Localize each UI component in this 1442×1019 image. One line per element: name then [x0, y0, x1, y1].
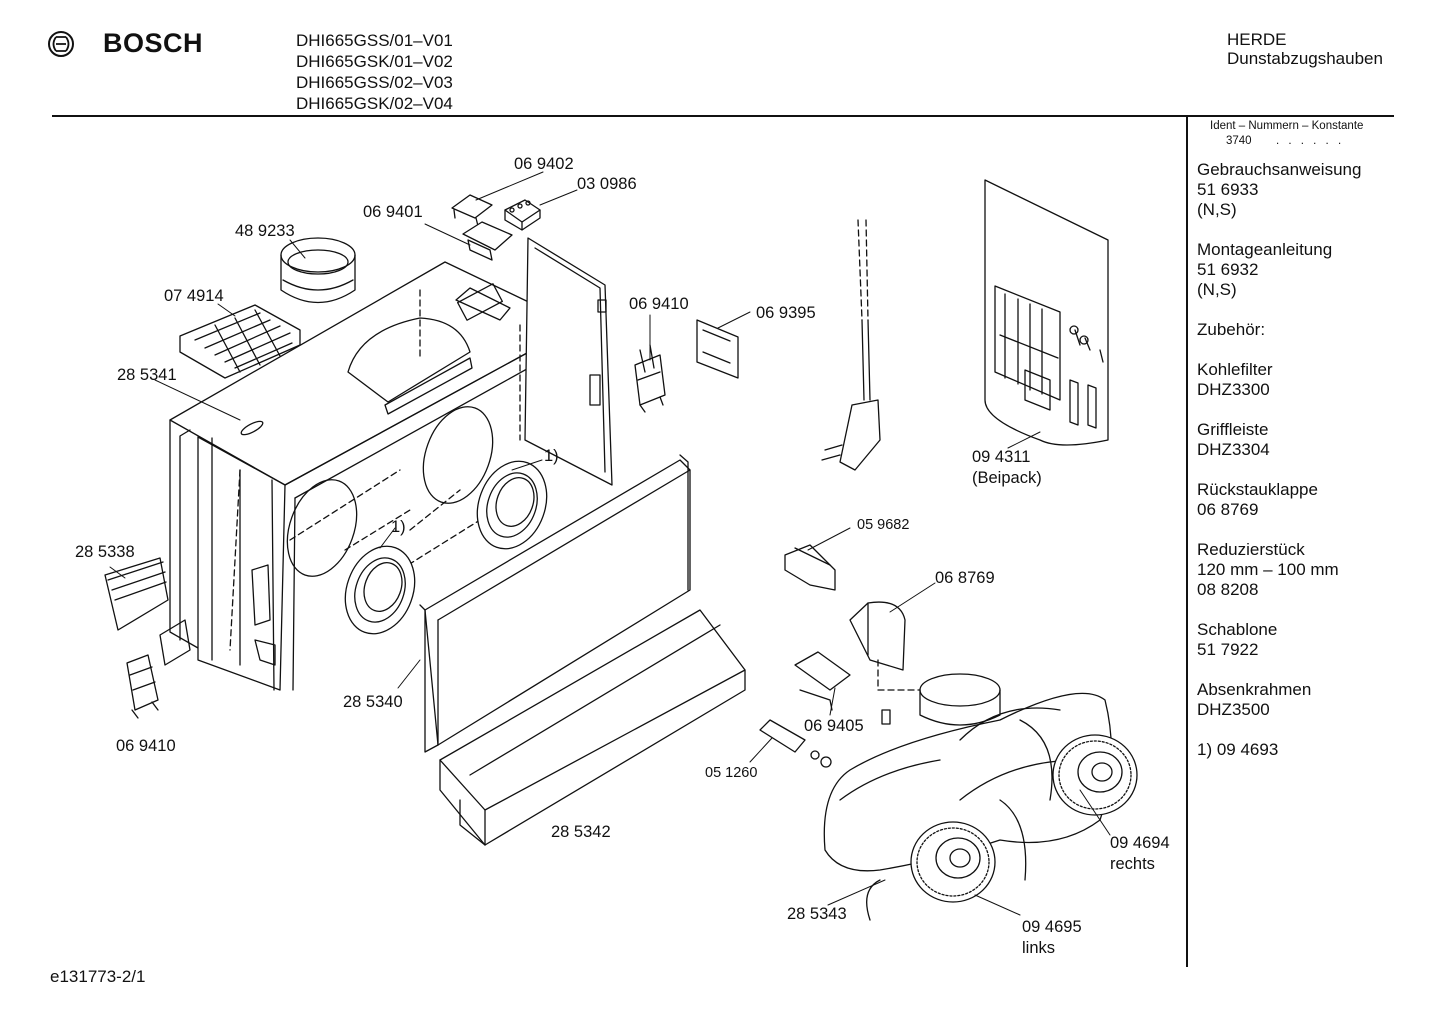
capacitor-bracket-part — [794, 651, 891, 725]
model-number: DHI665GSS/01–V01 — [296, 31, 453, 50]
flange-ring-part — [344, 460, 548, 635]
info-line: 06 8769 — [1197, 500, 1259, 519]
info-block: Absenkrahmen DHZ3500 — [1197, 680, 1397, 720]
part-number-note: rechts — [1110, 855, 1155, 873]
part-number-label: 09 4311 — [972, 448, 1031, 466]
housing-part — [169, 261, 571, 691]
info-block: Gebrauchsanweisung 51 6933 (N,S) — [1197, 160, 1397, 220]
part-number-label: 05 1260 — [705, 765, 758, 781]
info-line: Kohlefilter — [1197, 360, 1273, 379]
part-number-label: 28 5340 — [343, 693, 403, 711]
part-number-label: 06 9410 — [116, 737, 176, 755]
clip-part — [451, 194, 541, 261]
info-block: Montageanleitung 51 6932 (N,S) — [1197, 240, 1397, 300]
leader-lines — [109, 171, 1111, 916]
info-line: Gebrauchsanweisung — [1197, 160, 1362, 179]
model-list: DHI665GSS/01–V01 DHI665GSK/01–V02 DHI665… — [296, 30, 453, 114]
sidebar-divider — [1186, 117, 1188, 967]
part-number-label: 09 4694 — [1110, 834, 1170, 852]
part-number-label: 28 5342 — [551, 823, 611, 841]
category-line: Dunstabzugshauben — [1227, 49, 1383, 68]
impeller-left-part — [910, 821, 996, 903]
model-number: DHI665GSS/02–V03 — [296, 73, 453, 92]
info-block: Zubehör: — [1197, 320, 1397, 340]
tray-part — [439, 609, 746, 846]
impeller-right-part — [1052, 734, 1138, 816]
info-line: Reduzierstück — [1197, 540, 1305, 559]
part-number-label: 03 0986 — [577, 175, 637, 193]
ident-title: Ident – Nummern – Konstante — [1210, 120, 1364, 132]
info-block: Rückstauklappe 06 8769 — [1197, 480, 1397, 520]
part-number-label: 28 5341 — [117, 366, 177, 384]
part-number-label: 09 4695 — [1022, 918, 1082, 936]
model-number: DHI665GSK/02–V04 — [296, 94, 453, 113]
info-line: (N,S) — [1197, 280, 1237, 299]
info-block: Schablone 51 7922 — [1197, 620, 1397, 660]
part-number-label: 48 9233 — [235, 222, 295, 240]
part-number-label: 05 9682 — [857, 517, 910, 533]
info-line: 51 6933 — [1197, 180, 1259, 199]
info-line: Rückstauklappe — [1197, 480, 1318, 499]
info-line: DHZ3500 — [1197, 700, 1270, 719]
brand-name: BOSCH — [103, 28, 204, 58]
part-number-note: links — [1022, 939, 1056, 957]
info-line: 120 mm – 100 mm — [1197, 560, 1339, 579]
part-number-label: 06 9402 — [514, 155, 574, 173]
ident-dots: . . . . . . — [1276, 135, 1345, 147]
part-number-label: 06 9405 — [804, 717, 864, 735]
switch-part — [634, 344, 666, 413]
footnote-marker: 1) — [544, 447, 559, 465]
product-category: HERDE Dunstabzugshauben — [1227, 30, 1383, 68]
part-number-label: 06 8769 — [935, 569, 995, 587]
front-panel-part — [419, 454, 691, 753]
bosch-logo-icon — [48, 31, 74, 57]
info-line: 08 8208 — [1197, 580, 1259, 599]
part-number-label: 06 9410 — [629, 295, 689, 313]
header-divider — [52, 115, 1394, 117]
sidebar-info: Gebrauchsanweisung 51 6933 (N,S) Montage… — [1197, 160, 1397, 780]
ident-value: 3740 — [1226, 135, 1252, 147]
info-line: DHZ3304 — [1197, 440, 1270, 459]
info-line: Montageanleitung — [1197, 240, 1333, 259]
info-line: DHZ3300 — [1197, 380, 1270, 399]
info-line: Schablone — [1197, 620, 1278, 639]
side-bracket-part — [524, 237, 613, 486]
info-block: 1) 09 4693 — [1197, 740, 1397, 760]
info-block: Griffleiste DHZ3304 — [1197, 420, 1397, 460]
info-line: 1) 09 4693 — [1197, 740, 1279, 759]
part-number-label: 07 4914 — [164, 287, 224, 305]
filter-grille-part — [179, 304, 301, 379]
info-block: Reduzierstück 120 mm – 100 mm 08 8208 — [1197, 540, 1397, 600]
document-code: e131773-2/1 — [50, 967, 146, 986]
model-number: DHI665GSK/01–V02 — [296, 52, 453, 71]
pipe-connector-part — [280, 237, 356, 304]
air-duct-part — [104, 557, 191, 666]
category-line: HERDE — [1227, 30, 1287, 49]
footnote-marker: 1) — [391, 518, 406, 536]
power-cord-part — [821, 219, 881, 471]
part-number-label: 06 9401 — [363, 203, 423, 221]
capacitor-part — [759, 719, 832, 768]
template-sheet-part — [984, 179, 1109, 446]
info-line: Absenkrahmen — [1197, 680, 1312, 699]
info-block: Kohlefilter DHZ3300 — [1197, 360, 1397, 400]
part-number-label: 06 9395 — [756, 304, 816, 322]
info-line: 51 7922 — [1197, 640, 1259, 659]
info-line: Zubehör: — [1197, 320, 1266, 339]
info-line: (N,S) — [1197, 200, 1237, 219]
mounting-bracket-part — [696, 319, 739, 379]
switch-part — [126, 654, 159, 719]
part-number-note: (Beipack) — [972, 469, 1042, 487]
terminal-block-part — [784, 544, 836, 591]
info-line: 51 6932 — [1197, 260, 1259, 279]
part-number-label: 28 5343 — [787, 905, 847, 923]
info-line: Griffleiste — [1197, 420, 1269, 439]
exploded-view-diagram — [104, 171, 1138, 921]
part-number-label: 28 5338 — [75, 543, 135, 561]
